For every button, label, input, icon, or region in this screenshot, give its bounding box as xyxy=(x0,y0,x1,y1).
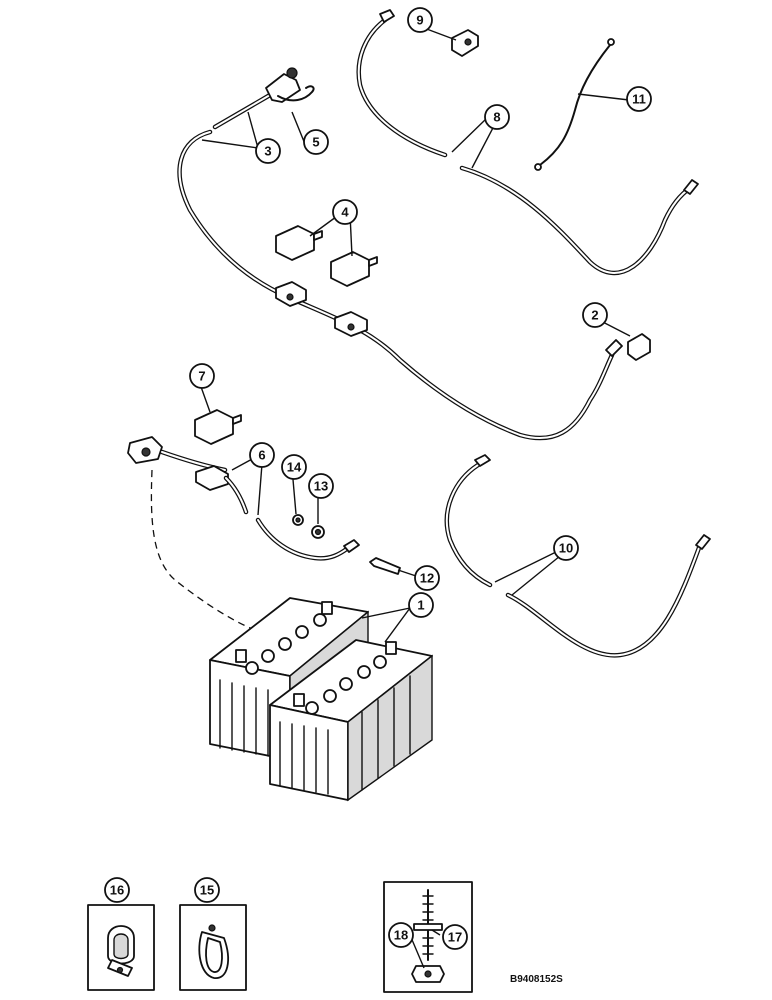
cable-6 xyxy=(127,436,360,561)
callout-1-label: 1 xyxy=(417,598,424,613)
wire-11 xyxy=(534,38,615,171)
callout-5: 5 xyxy=(303,129,329,155)
callout-4-label: 4 xyxy=(341,205,349,220)
callout-8-label: 8 xyxy=(493,110,500,125)
callout-11: 11 xyxy=(626,86,652,112)
leader-lines xyxy=(199,27,631,969)
cable-8 xyxy=(356,9,699,276)
callout-3: 3 xyxy=(255,138,281,164)
callout-15-label: 15 xyxy=(200,883,214,898)
callout-10-label: 10 xyxy=(559,541,573,556)
callout-18-label: 18 xyxy=(394,928,408,943)
callout-3-label: 3 xyxy=(264,144,271,159)
callout-5-label: 5 xyxy=(312,135,319,150)
small-lead-5 xyxy=(277,85,315,102)
inset-clamp-16 xyxy=(87,904,155,991)
nuts-13-14 xyxy=(292,514,325,539)
callout-2: 2 xyxy=(582,302,608,328)
callout-2-label: 2 xyxy=(591,308,598,323)
callout-17: 17 xyxy=(442,924,468,950)
callout-17-label: 17 xyxy=(448,930,462,945)
cable-10 xyxy=(444,454,711,658)
positive-cable-main xyxy=(177,67,623,441)
bolt-12 xyxy=(369,557,401,575)
callout-6: 6 xyxy=(249,442,275,468)
callout-13: 13 xyxy=(308,473,334,499)
callout-6-label: 6 xyxy=(258,448,265,463)
callout-1: 1 xyxy=(408,592,434,618)
callout-9-label: 9 xyxy=(416,13,423,28)
callout-14-label: 14 xyxy=(287,460,302,475)
callout-7: 7 xyxy=(189,363,215,389)
callout-16-label: 16 xyxy=(110,883,124,898)
callout-13-label: 13 xyxy=(314,479,328,494)
callout-18: 18 xyxy=(388,922,414,948)
boot-2 xyxy=(627,333,651,361)
callout-10: 10 xyxy=(553,535,579,561)
callout-16: 16 xyxy=(104,877,130,903)
batteries-1 xyxy=(150,469,433,802)
figure-code: B9408152S xyxy=(510,974,563,985)
callout-11-label: 11 xyxy=(632,92,646,107)
callout-4: 4 xyxy=(332,199,358,225)
callout-15: 15 xyxy=(194,877,220,903)
callout-12: 12 xyxy=(414,565,440,591)
callout-14: 14 xyxy=(281,454,307,480)
inset-strap-15 xyxy=(179,904,247,991)
callout-7-label: 7 xyxy=(198,369,205,384)
boot-7 xyxy=(194,409,242,445)
boot-9 xyxy=(451,29,479,57)
callout-8: 8 xyxy=(484,104,510,130)
insulating-boots-4 xyxy=(275,225,378,287)
callout-12-label: 12 xyxy=(420,571,434,586)
callout-9: 9 xyxy=(407,7,433,33)
